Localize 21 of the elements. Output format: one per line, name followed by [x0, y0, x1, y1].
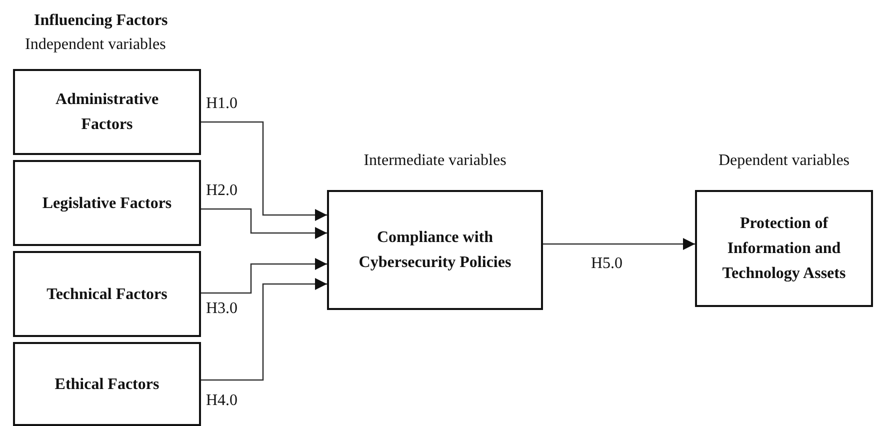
node-text: Compliance with Cybersecurity Policies: [358, 228, 512, 273]
outcome-box: [695, 190, 873, 307]
arrow: [201, 258, 327, 294]
factor-box: [13, 69, 201, 155]
variable-heading: Dependent variables: [717, 152, 851, 170]
arrow: [543, 238, 695, 250]
node-text: Administrative Factors: [54, 90, 160, 135]
node-text: Ethical Factors: [54, 374, 160, 394]
node-text: Protection of Information and Technology Assets: [721, 214, 847, 284]
arrow: [201, 121, 327, 221]
arrow: [201, 208, 327, 239]
factor-box: [13, 160, 201, 246]
mediator-box: [327, 190, 543, 310]
node-text: Technical Factors: [46, 284, 168, 304]
variable-heading: Intermediate variables: [362, 152, 508, 170]
factor-box: [13, 251, 201, 337]
subheading: Independent variables: [25, 36, 166, 54]
node-text: Legislative Factors: [41, 194, 173, 214]
factor-box: [13, 342, 201, 426]
heading: Influencing Factors: [34, 12, 168, 30]
arrow: [201, 278, 327, 381]
